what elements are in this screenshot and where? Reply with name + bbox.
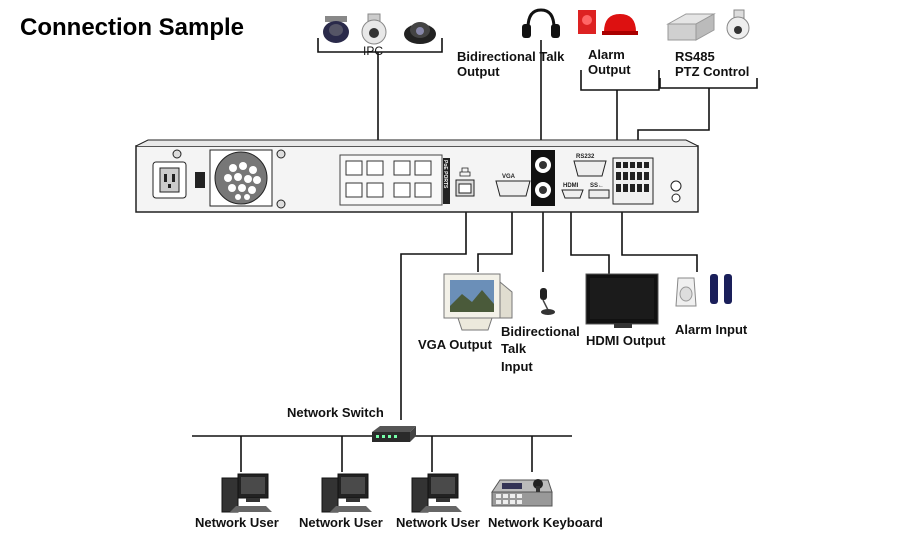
microphone-icon	[540, 288, 555, 315]
headphones-icon	[522, 8, 560, 38]
beam-sensor-icon	[710, 274, 732, 304]
talk-input-label-line2: Talk	[501, 341, 527, 356]
usb-port-label: SS←	[590, 183, 604, 189]
network-user-pc-3	[411, 473, 462, 513]
alarm-output-bracket	[580, 70, 660, 91]
poe-ports	[339, 154, 450, 206]
nvr-back-panel	[135, 139, 699, 213]
rs232-port	[573, 160, 607, 177]
vga-port	[495, 180, 531, 197]
network-user-label-3: Network User	[396, 515, 480, 530]
ipc-bracket	[317, 38, 443, 53]
vga-monitor-icon	[443, 273, 513, 331]
rs485-label-line2: PTZ Control	[675, 64, 750, 79]
hdmi-line	[570, 200, 610, 274]
hdmi-port	[561, 189, 584, 199]
network-keyboard-label: Network Keyboard	[488, 515, 603, 530]
hdmi-port-label: HDMI	[563, 183, 579, 189]
audio-ports	[531, 150, 555, 206]
lan-port	[455, 167, 475, 197]
vga-output-label: VGA Output	[418, 337, 492, 352]
talk-input-label-line3: Input	[501, 359, 533, 374]
motion-sensor-icon	[675, 277, 697, 307]
alarm-input-line	[621, 200, 698, 272]
rs232-port-label: RS232	[576, 154, 595, 160]
diagram-title: Connection Sample	[20, 14, 245, 41]
network-user-pc-1	[221, 473, 272, 513]
power-socket	[152, 161, 205, 199]
alarm-output-label-line2: Output	[588, 62, 631, 77]
usb-port	[588, 189, 610, 199]
talk-output-label-line2: Output	[457, 64, 500, 79]
alarm-output-label-line1: Alarm	[588, 47, 625, 62]
alarm-siren-icon	[578, 10, 638, 35]
alarm-terminal-block	[612, 157, 654, 205]
network-user-label-2: Network User	[299, 515, 383, 530]
alarm-input-label: Alarm Input	[675, 322, 748, 337]
ptz-camera-icon	[726, 9, 750, 40]
talk-input-label-line1: Bidirectional	[501, 324, 580, 339]
network-user-pc-2	[321, 473, 372, 513]
ipc-label: IPC	[363, 44, 384, 58]
vga-line	[477, 200, 513, 272]
lan-line	[400, 200, 467, 420]
ipc-camera-2	[361, 13, 387, 45]
ptz-controller-icon	[666, 13, 716, 41]
rs485-label-line1: RS485	[675, 49, 715, 64]
ipc-camera-3	[404, 22, 436, 44]
fan-grille	[209, 149, 273, 207]
talk-output-label-line1: Bidirectional Talk	[457, 49, 565, 64]
poe-port-label: PoE PORTS	[442, 160, 448, 189]
network-keyboard-icon	[491, 479, 553, 507]
rs485-bracket	[659, 78, 758, 89]
connection-lines	[192, 38, 758, 472]
network-switch-label: Network Switch	[287, 405, 384, 420]
network-switch-icon	[372, 426, 416, 442]
hdmi-tv-icon	[585, 273, 659, 328]
network-user-label-1: Network User	[195, 515, 279, 530]
hdmi-output-label: HDMI Output	[586, 333, 666, 348]
ipc-camera-1	[323, 16, 349, 43]
vga-port-label: VGA	[502, 174, 516, 180]
